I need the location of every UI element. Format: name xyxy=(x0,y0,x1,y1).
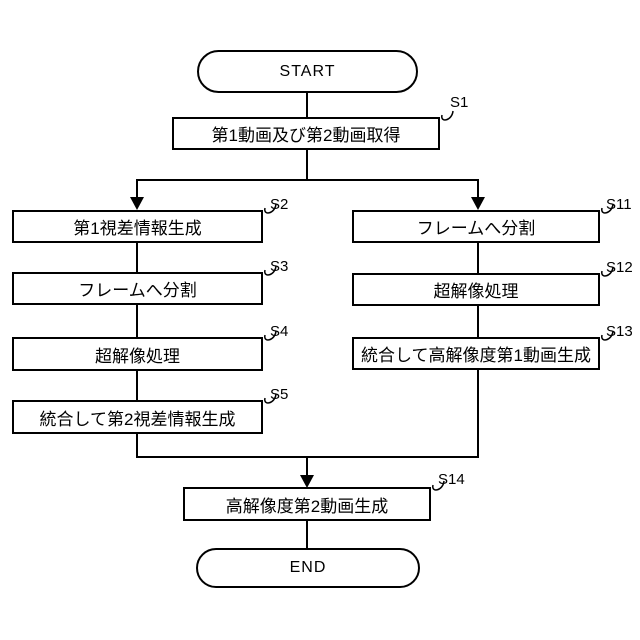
step-box-s2: 第1視差情報生成 xyxy=(12,210,263,243)
step-label-s2: S2 xyxy=(270,196,289,213)
leader-squiggle-s12 xyxy=(601,266,614,277)
step-box-s1: 第1動画及び第2動画取得 xyxy=(172,117,440,150)
step-text-s11: フレームへ分割 xyxy=(416,219,536,238)
step-label-s1: S1 xyxy=(450,94,469,111)
step-box-s4: 超解像処理 xyxy=(12,337,263,371)
arrowhead-into-s2 xyxy=(130,197,144,210)
arrowhead-into-s11 xyxy=(471,197,485,210)
end-terminal: END xyxy=(196,548,420,588)
step-text-s14: 高解像度第2動画生成 xyxy=(225,496,389,516)
leader-squiggle-s14 xyxy=(432,480,445,491)
step-text-s2: 第1視差情報生成 xyxy=(73,219,202,238)
leader-squiggle-s11 xyxy=(601,203,614,214)
arrowhead-into-s14 xyxy=(300,475,314,488)
leader-squiggle-s2 xyxy=(264,203,277,214)
step-text-s3: フレームへ分割 xyxy=(78,281,197,300)
step-box-s12: 超解像処理 xyxy=(352,273,600,306)
leader-squiggle-s1 xyxy=(441,110,454,121)
step-label-s13: S13 xyxy=(606,323,633,340)
leader-squiggle-s5 xyxy=(264,393,277,404)
step-label-s14: S14 xyxy=(438,471,465,488)
step-label-s5: S5 xyxy=(270,386,289,403)
step-box-s5: 統合して第2視差情報生成 xyxy=(12,400,263,434)
step-box-s11: フレームへ分割 xyxy=(352,210,600,243)
step-box-s13: 統合して高解像度第1動画生成 xyxy=(352,337,600,370)
step-text-s4: 超解像処理 xyxy=(95,346,180,366)
end-terminal-label: END xyxy=(289,559,327,576)
step-box-s3: フレームへ分割 xyxy=(12,272,263,305)
step-label-s3: S3 xyxy=(270,258,289,275)
step-text-s12: 超解像処理 xyxy=(433,282,519,301)
step-text-s13: 統合して高解像度第1動画生成 xyxy=(361,346,591,365)
step-label-s12: S12 xyxy=(606,259,633,276)
step-text-s1: 第1動画及び第2動画取得 xyxy=(211,126,401,145)
step-text-s5: 統合して第2視差情報生成 xyxy=(39,409,236,429)
step-label-s4: S4 xyxy=(270,323,289,340)
start-terminal-label: START xyxy=(279,62,336,80)
step-box-s14: 高解像度第2動画生成 xyxy=(183,487,431,521)
leader-squiggle-s3 xyxy=(264,265,277,276)
start-terminal: START xyxy=(197,50,418,93)
leader-squiggle-s13 xyxy=(601,330,614,341)
leader-squiggle-s4 xyxy=(264,330,277,341)
step-label-s11: S11 xyxy=(606,196,632,213)
